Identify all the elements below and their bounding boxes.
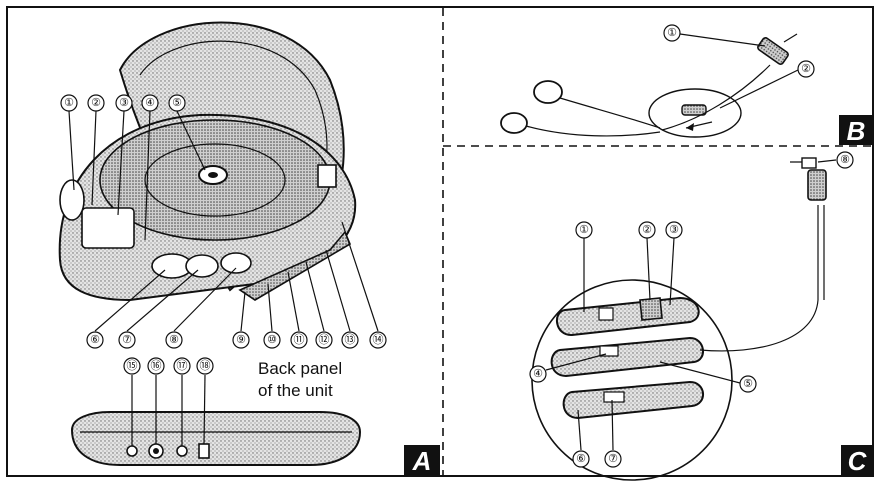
button-8 — [221, 253, 251, 273]
callout-a-9: ⑨ — [233, 332, 249, 348]
callout-c-5: ⑤ — [740, 376, 756, 392]
remote-side-view — [552, 338, 703, 376]
jack-15 — [127, 446, 137, 456]
earbud-cable-right — [526, 126, 660, 136]
svg-text:②: ② — [642, 224, 652, 236]
callout-a-8: ⑧ — [166, 332, 182, 348]
svg-text:⑨: ⑨ — [236, 334, 246, 346]
panel-c: ① ② ③ ④ ⑤ ⑥ ⑦ ⑧ C — [530, 152, 873, 480]
svg-text:⑦: ⑦ — [608, 453, 618, 465]
callout-c-4: ④ — [530, 366, 546, 382]
back-panel-unit — [72, 412, 360, 465]
remote-plug-head — [802, 158, 816, 168]
back-panel-caption-line1: Back panel — [258, 359, 342, 378]
svg-text:③: ③ — [119, 97, 129, 109]
remote-volume — [604, 392, 624, 402]
remote-bottom-view — [564, 382, 703, 418]
callout-a-5: ⑤ — [169, 95, 185, 111]
jack-17 — [177, 446, 187, 456]
callout-a-1: ① — [61, 95, 77, 111]
back-panel-caption-line2: of the unit — [258, 381, 333, 400]
panel-a: ① ② ③ ④ ⑤ ⑥ ⑦ ⑧ ⑨ ⑩ ⑪ ⑫ ⑬ ⑭ Back panel o… — [60, 23, 440, 477]
callout-b-2: ② — [798, 61, 814, 77]
svg-text:⑥: ⑥ — [90, 334, 100, 346]
switch-18 — [199, 444, 209, 458]
jack-16-inner — [153, 448, 159, 454]
svg-text:②: ② — [91, 97, 101, 109]
svg-text:②: ② — [801, 63, 811, 75]
remote-top-view — [557, 298, 699, 335]
panel-letter-b: B — [847, 116, 866, 146]
callout-b-1: ① — [664, 25, 680, 41]
svg-text:⑬: ⑬ — [345, 333, 356, 346]
svg-text:⑩: ⑩ — [267, 334, 277, 346]
panel-letter-a: A — [412, 446, 432, 476]
callout-a-6: ⑥ — [87, 332, 103, 348]
svg-text:⑧: ⑧ — [169, 334, 179, 346]
callout-c-1: ① — [576, 222, 592, 238]
callout-a-7: ⑦ — [119, 332, 135, 348]
callout-a-10: ⑩ — [264, 332, 280, 348]
earbud-left — [534, 81, 562, 103]
svg-text:⑯: ⑯ — [151, 359, 162, 372]
callout-c-8: ⑧ — [837, 152, 853, 168]
callout-c-2: ② — [639, 222, 655, 238]
svg-text:⑭: ⑭ — [373, 333, 384, 346]
remote-plug-body — [808, 170, 826, 200]
display-window — [82, 208, 134, 248]
main-cable — [662, 65, 770, 130]
svg-text:⑧: ⑧ — [840, 154, 850, 166]
callout-c-7: ⑦ — [605, 451, 621, 467]
callout-a-2: ② — [88, 95, 104, 111]
svg-text:⑥: ⑥ — [576, 453, 586, 465]
svg-text:⑦: ⑦ — [122, 334, 132, 346]
callout-a-11: ⑪ — [291, 332, 307, 348]
plug-tip — [784, 34, 797, 42]
slide-arrow-head — [686, 123, 694, 131]
svg-text:⑤: ⑤ — [743, 378, 753, 390]
cord-slider — [682, 105, 706, 115]
callout-a-17: ⑰ — [174, 358, 190, 374]
svg-text:⑮: ⑮ — [127, 359, 138, 372]
callout-a-18: ⑱ — [197, 358, 213, 374]
plug-body — [757, 37, 790, 66]
spindle-center — [208, 172, 218, 178]
svg-text:⑰: ⑰ — [177, 359, 188, 372]
callout-a-15: ⑮ — [124, 358, 140, 374]
svg-text:①: ① — [667, 27, 677, 39]
svg-text:①: ① — [64, 97, 74, 109]
callout-c-6: ⑥ — [573, 451, 589, 467]
svg-text:③: ③ — [669, 224, 679, 236]
remote-display — [599, 308, 613, 320]
callout-a-3: ③ — [116, 95, 132, 111]
svg-text:⑱: ⑱ — [200, 359, 211, 372]
callout-a-4: ④ — [142, 95, 158, 111]
svg-text:⑤: ⑤ — [172, 97, 182, 109]
panel-letter-c: C — [848, 446, 868, 476]
remote-clip-top — [640, 298, 662, 320]
lid-latch — [318, 165, 336, 187]
svg-text:④: ④ — [145, 97, 155, 109]
callout-a-16: ⑯ — [148, 358, 164, 374]
svg-text:④: ④ — [533, 368, 543, 380]
callout-a-12: ⑫ — [316, 332, 332, 348]
svg-text:⑫: ⑫ — [319, 333, 330, 346]
earbud-cable-left — [560, 98, 660, 128]
button-7 — [186, 255, 218, 277]
callout-c-3: ③ — [666, 222, 682, 238]
callout-a-14: ⑭ — [370, 332, 386, 348]
side-dial — [60, 180, 84, 220]
panel-b: ① ② B — [501, 25, 873, 146]
svg-text:⑪: ⑪ — [294, 333, 305, 346]
svg-text:①: ① — [579, 224, 589, 236]
callout-a-13: ⑬ — [342, 332, 358, 348]
earbud-right — [501, 113, 527, 133]
